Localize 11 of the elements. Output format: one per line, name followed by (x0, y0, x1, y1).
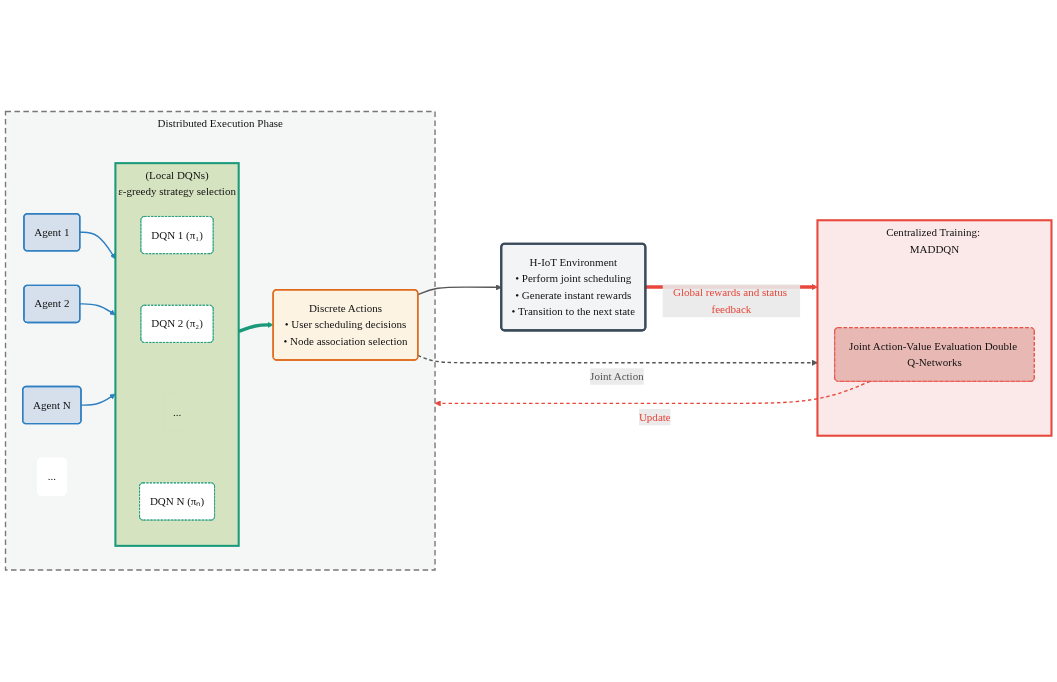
node-text: ... (172, 406, 182, 419)
arrow (79, 303, 116, 316)
edge-label: Update (638, 411, 671, 423)
arrow (417, 284, 502, 296)
edge-label: Global rewards and status feedback (672, 286, 788, 315)
arrow (417, 355, 818, 367)
arrow (80, 394, 116, 407)
arrow (434, 380, 871, 407)
edge-label: Joint Action (590, 370, 644, 383)
arrow (79, 231, 116, 260)
arrow (238, 322, 274, 334)
